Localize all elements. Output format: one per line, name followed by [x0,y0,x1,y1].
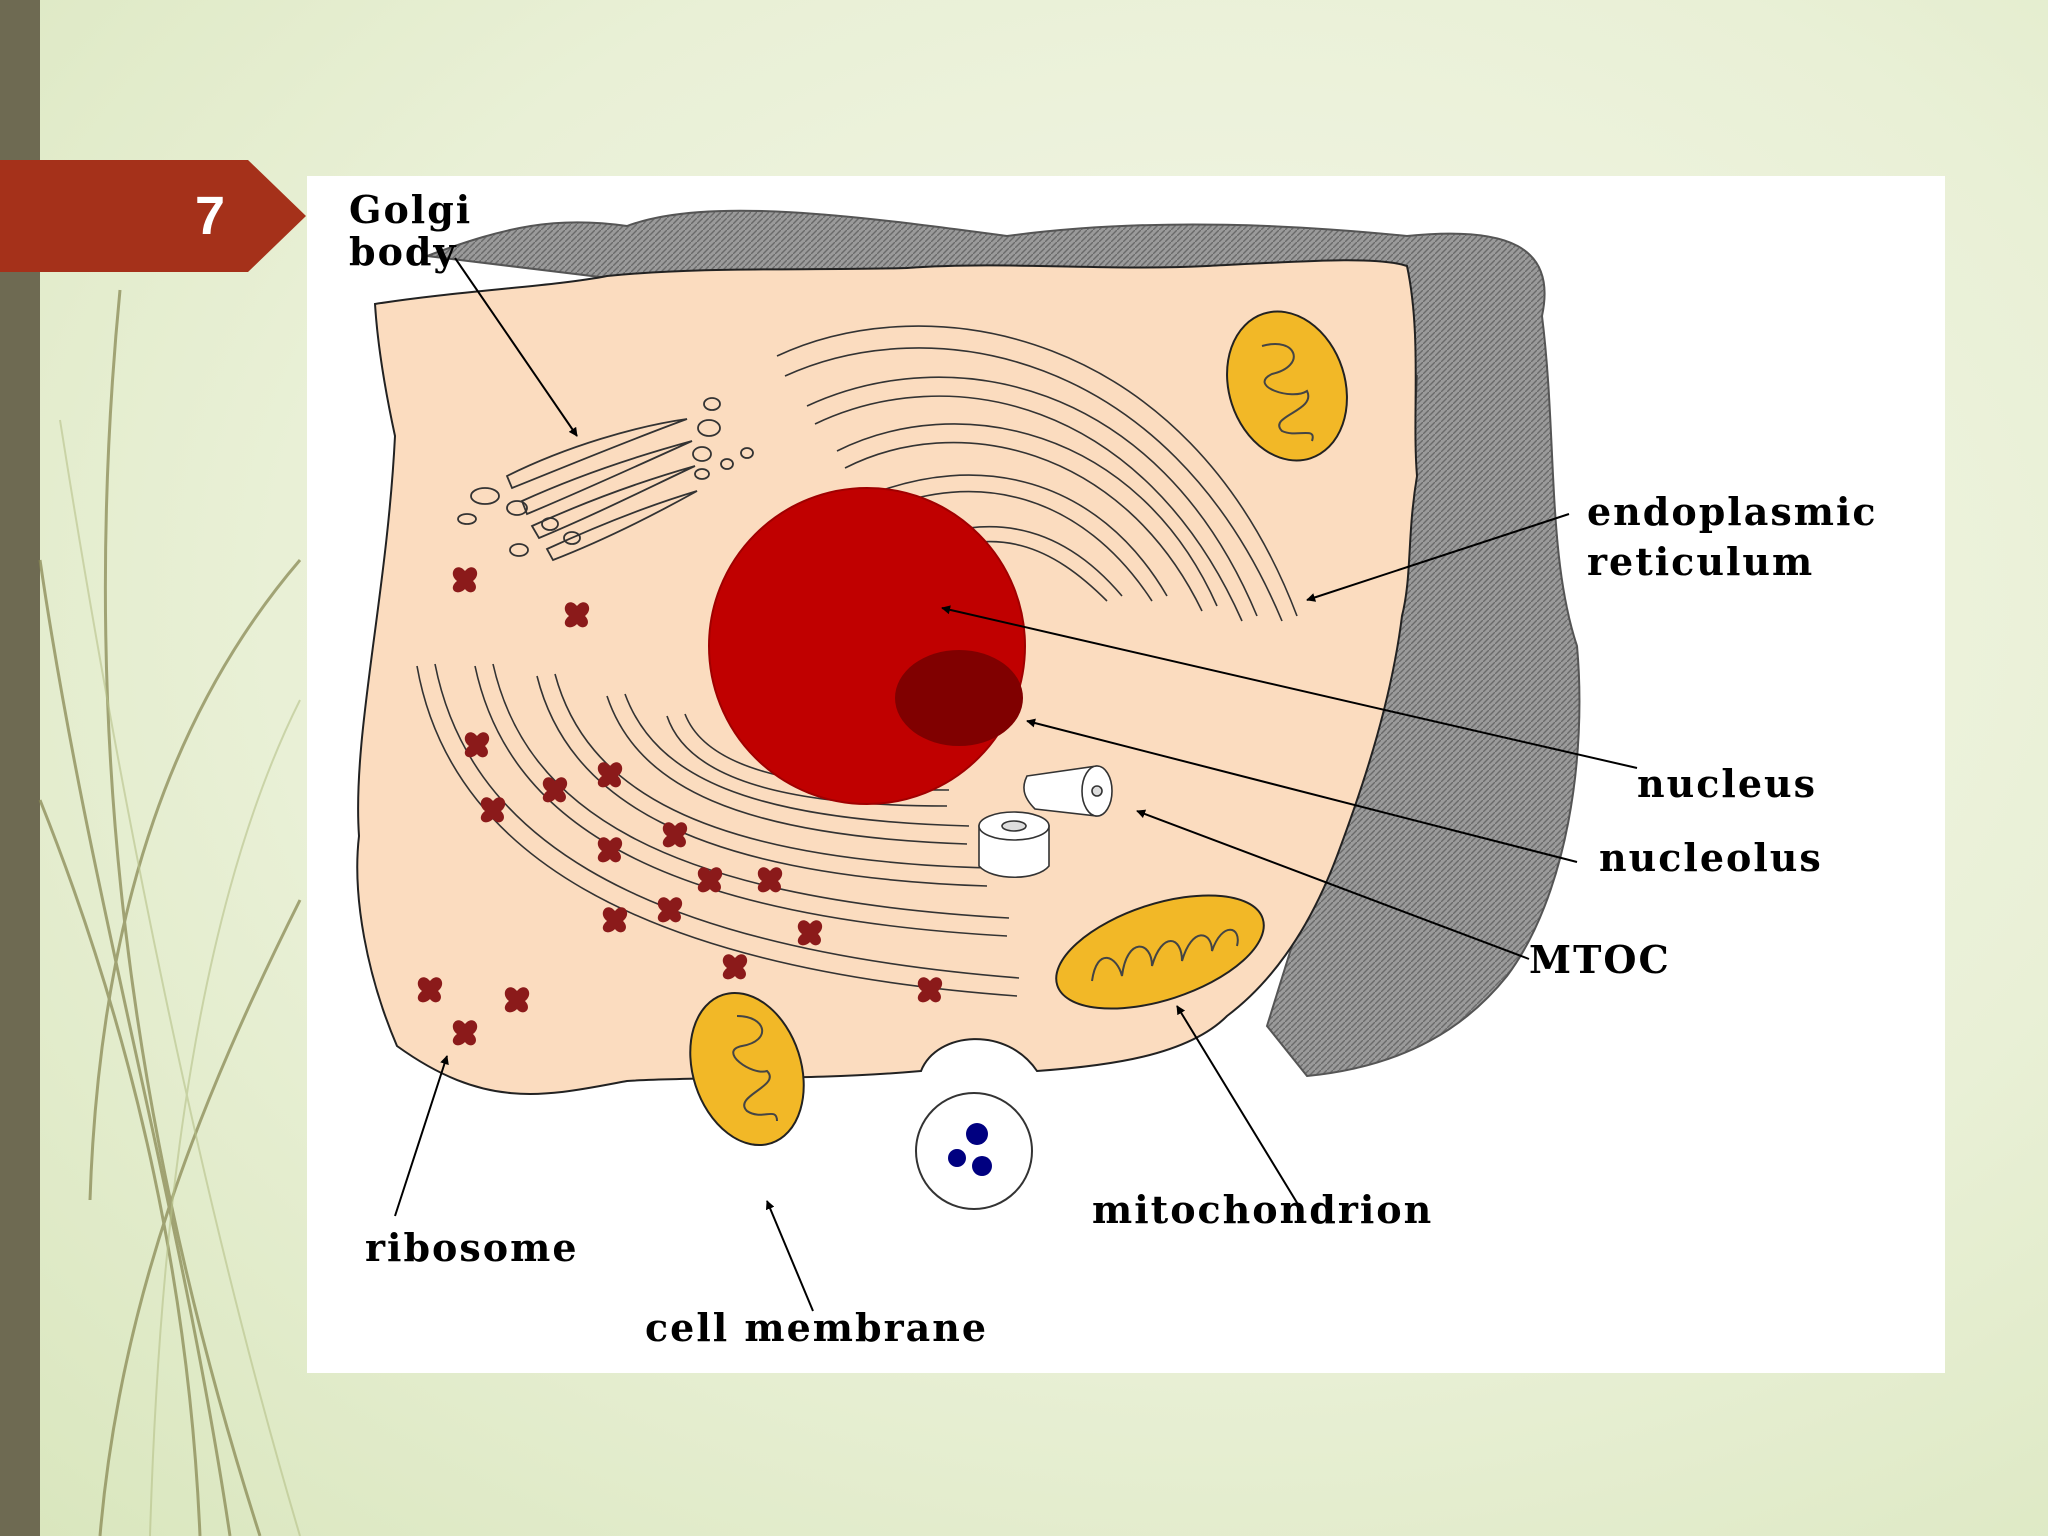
mitochondrion-pointer [1176,1005,1300,1207]
nucleolus-label: nucleolus [1599,835,1823,880]
golgi-apparatus [457,397,754,562]
ribosome-pointer [394,1055,449,1217]
slide-number-tab: 7 [0,160,310,272]
golgi-label-line1: Golgi [349,187,473,232]
nucleolus [895,650,1023,746]
mtoc-label: MTOC [1529,937,1671,982]
mitochondrion-label: mitochondrion [1092,1187,1434,1232]
ribosome-label: ribosome [365,1225,579,1270]
mitochondrion-right [1055,894,1265,1010]
animal-cell-diagram: Golgi body endoplasmic reticulum nucleus… [307,176,1945,1373]
cell-membrane-label: cell membrane [645,1305,989,1350]
cell-membrane-pointer [765,1200,814,1312]
nucleus [708,487,1026,805]
mitochondrion-top-right [1226,310,1348,462]
er-pointer [1306,513,1570,602]
er-label-line1: endoplasmic [1587,489,1878,534]
nucleolus-pointer [1026,718,1578,863]
nucleus-label: nucleus [1637,761,1818,806]
mtoc-pointer [1136,809,1530,960]
ribosomes [417,567,943,1046]
er-label-line2: reticulum [1587,539,1815,584]
golgi-pointer [454,257,578,437]
slide-number: 7 [194,186,226,246]
vesicle [915,1092,1033,1210]
nucleus-pointer [941,605,1638,769]
mitochondrion-bottom [689,991,805,1147]
membrane-shadow [426,209,1581,1078]
mtoc-centrioles [978,765,1113,879]
golgi-label-line2: body [349,229,458,274]
